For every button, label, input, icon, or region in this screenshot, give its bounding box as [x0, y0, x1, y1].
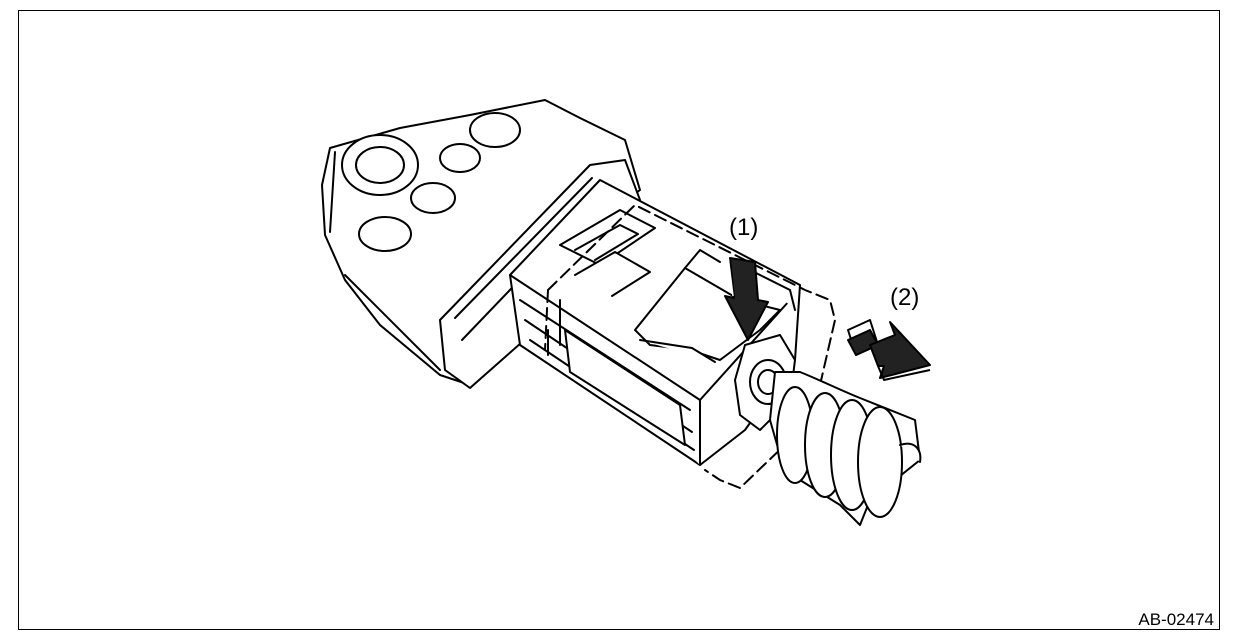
right-arrow-icon: [847, 319, 931, 381]
mounting-hole: [439, 143, 481, 173]
figure-frame: [18, 10, 1220, 630]
connector-housing: [509, 179, 836, 489]
mounting-hole: [358, 216, 412, 252]
mounting-hole-large-inner: [355, 146, 405, 184]
lock-lever: [634, 249, 781, 363]
down-arrow-icon: [724, 255, 769, 341]
mounting-hole: [410, 182, 456, 214]
figure-id: AB-02474: [1138, 610, 1214, 629]
callout-2: (2): [890, 284, 920, 311]
callout-1: (1): [729, 214, 759, 241]
cable-boot: [769, 371, 922, 526]
sensor-body: [321, 99, 641, 386]
mounting-hole: [469, 112, 521, 148]
